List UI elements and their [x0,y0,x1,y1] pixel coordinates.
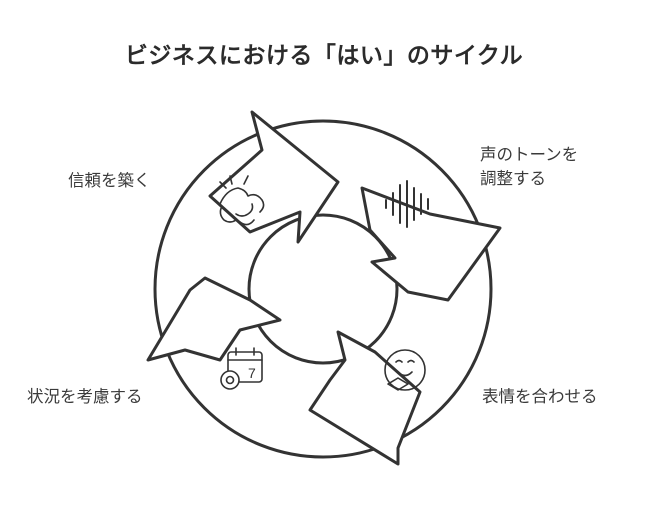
diagram-title: ビジネスにおける「はい」のサイクル [124,43,524,69]
arrow-bottom-left [146,276,282,362]
outer-ring [153,119,493,459]
smiling-face-icon [384,349,426,391]
calendar-gear-icon: 7 [220,347,263,390]
sound-wave-icon [385,180,429,228]
inner-ring [247,213,399,365]
arrow-top-right [360,186,502,302]
step-label-build-trust: 信頼を築く [68,171,151,190]
step-label-adjust-tone: 声のトーンを 調整する [480,145,579,188]
handshake-icon [219,175,265,226]
arrow-top-left [208,110,340,244]
step-label-consider-situation: 状況を考慮する [27,387,143,406]
arrow-bottom-right [308,330,422,466]
step-label-match-expression: 表情を合わせる [482,387,598,406]
svg-text:7: 7 [248,365,256,381]
